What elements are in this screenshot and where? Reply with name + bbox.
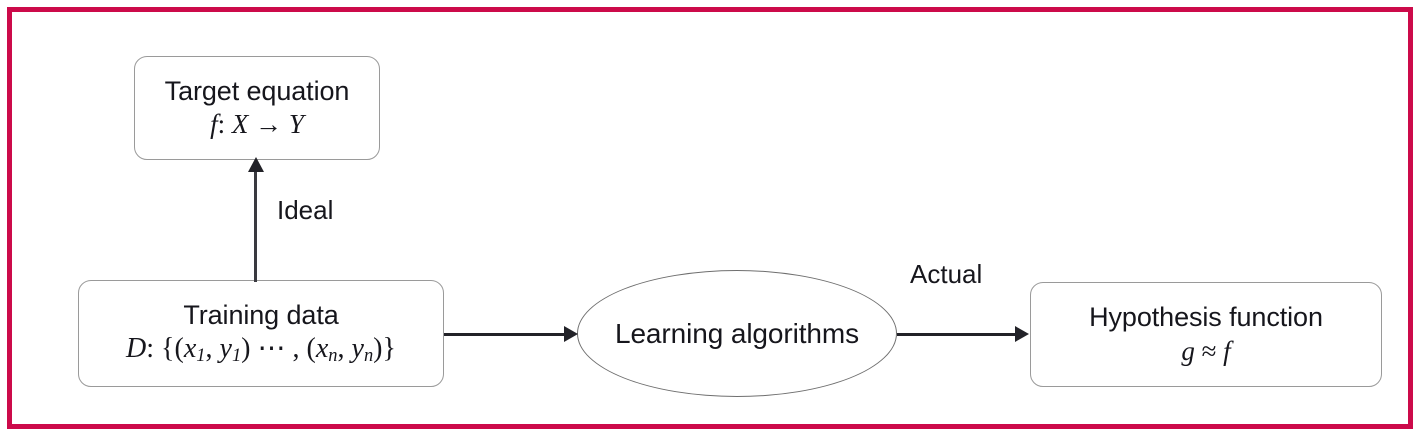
formula-symbol-f2: f bbox=[1223, 335, 1231, 366]
node-hypothesis-function-title: Hypothesis function bbox=[1089, 302, 1323, 333]
node-learning-algorithms: Learning algorithms bbox=[577, 270, 897, 397]
figure-border-frame: Target equation f: X → Y Training data D… bbox=[7, 7, 1413, 429]
formula-subscript-2: 1 bbox=[231, 345, 242, 366]
formula-arrow-icon: → bbox=[255, 109, 283, 140]
formula-symbol-xn: x bbox=[315, 333, 329, 365]
formula-symbol-y: Y bbox=[288, 109, 304, 140]
formula-open-brace: : {( bbox=[146, 333, 184, 365]
formula-subscript-1: 1 bbox=[196, 345, 206, 366]
node-hypothesis-function-formula: g ≈ f bbox=[1181, 336, 1230, 367]
formula-colon: : bbox=[217, 109, 226, 140]
arrowhead-up-icon bbox=[248, 157, 264, 172]
node-learning-algorithms-title: Learning algorithms bbox=[614, 317, 860, 349]
formula-subscript-n2: n bbox=[363, 345, 374, 366]
formula-comma-1: , bbox=[205, 333, 220, 365]
formula-approx-icon: ≈ bbox=[1201, 335, 1217, 366]
edge-label-actual: Actual bbox=[910, 259, 983, 289]
node-target-equation-title: Target equation bbox=[164, 75, 350, 106]
node-training-data-formula: D: {(x1, y1) ⋯ , (xn, yn)} bbox=[126, 333, 396, 366]
edge-line-horizontal bbox=[444, 333, 566, 336]
node-target-equation: Target equation f: X → Y bbox=[134, 56, 380, 160]
formula-symbol-yn: y bbox=[351, 333, 364, 365]
formula-comma-2: , bbox=[337, 333, 352, 365]
formula-symbol-x1: x bbox=[183, 333, 197, 365]
formula-symbol-g: g bbox=[1181, 335, 1195, 366]
formula-close-brace: )} bbox=[373, 333, 396, 365]
arrowhead-right-icon bbox=[1015, 326, 1029, 342]
node-training-data-title: Training data bbox=[183, 300, 339, 331]
formula-subscript-n1: n bbox=[328, 345, 338, 366]
edge-line-vertical bbox=[254, 170, 257, 282]
node-target-equation-formula: f: X → Y bbox=[210, 109, 304, 140]
formula-ellipsis: ) ⋯ , ( bbox=[241, 333, 316, 365]
node-hypothesis-function: Hypothesis function g ≈ f bbox=[1030, 282, 1382, 387]
edge-line-horizontal bbox=[897, 333, 1017, 336]
formula-symbol-d: D bbox=[126, 333, 147, 365]
edge-label-ideal: Ideal bbox=[277, 195, 334, 225]
arrowhead-right-icon bbox=[564, 326, 578, 342]
formula-symbol-f: f bbox=[210, 109, 218, 140]
formula-symbol-y1: y bbox=[219, 333, 232, 365]
node-training-data: Training data D: {(x1, y1) ⋯ , (xn, yn)} bbox=[78, 280, 444, 387]
formula-symbol-x: X bbox=[231, 109, 249, 140]
